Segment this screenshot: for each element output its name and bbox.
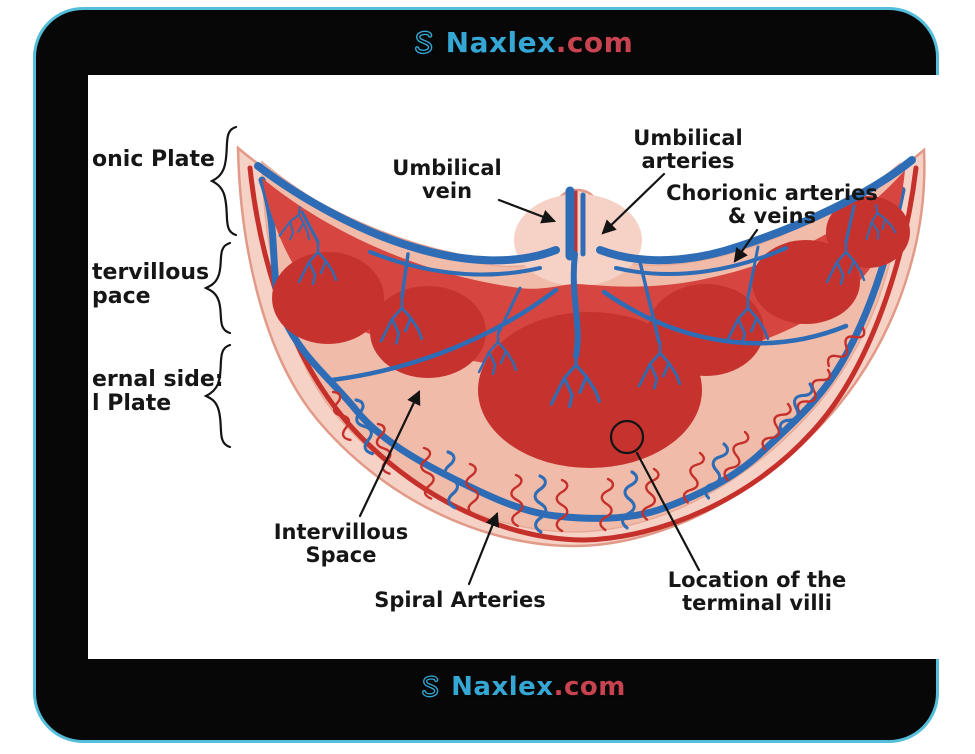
naxlex-s-icon: [414, 30, 433, 54]
intervillous-space-label: Intervillous Space: [273, 520, 409, 568]
spiral-arteries-label: Spiral Arteries: [374, 588, 546, 612]
umbilical-vein-label: Umbilical vein: [392, 156, 502, 204]
brand-name: Naxlex: [445, 26, 556, 59]
naxlex-s-icon: [422, 675, 439, 698]
umbilical-arteries-label: Umbilical arteries: [633, 126, 743, 174]
brand-tld: .com: [555, 26, 634, 59]
chorionic-plate-label: onic Plate: [92, 147, 215, 172]
brand-tld: .com: [553, 672, 626, 702]
brand-name: Naxlex: [451, 672, 554, 702]
chorionic-arteries-label: Chorionic arteries & veins: [666, 181, 878, 229]
intervillous-space-left-label: tervillous pace: [92, 260, 210, 310]
naxlex-logo-bottom: Naxlex.com: [416, 672, 626, 702]
naxlex-logo-top: Naxlex.com: [409, 26, 634, 59]
terminal-villi-label: Location of the terminal villi: [667, 568, 847, 616]
maternal-side-label: ernal side: l Plate: [92, 367, 224, 417]
